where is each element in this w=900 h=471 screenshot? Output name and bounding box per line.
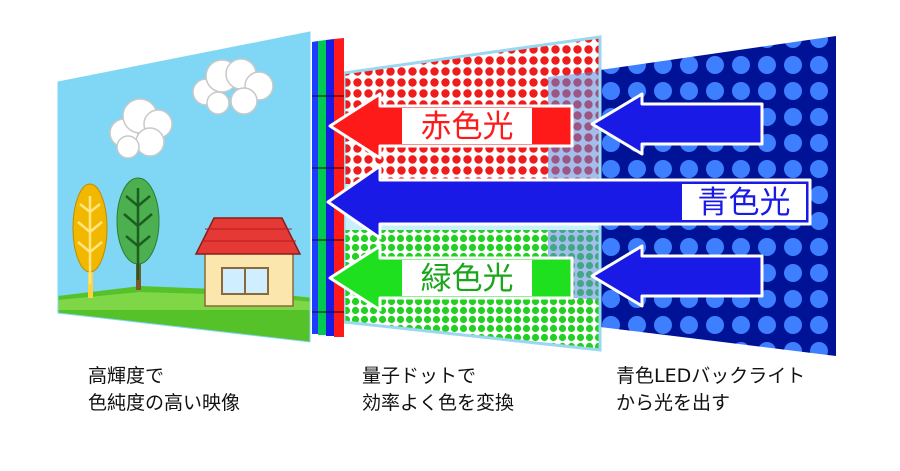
green-light-label: 緑色光 xyxy=(421,261,514,297)
caption-display: 高輝度で 色純度の高い映像 xyxy=(88,363,240,417)
caption-backlight: 青色LEDバックライト から光を出す xyxy=(616,363,805,417)
color-filter-strip xyxy=(312,38,344,337)
cloud-icon xyxy=(192,58,274,115)
caption-backlight-line2: から光を出す xyxy=(616,392,731,414)
tree-icon xyxy=(116,177,160,290)
house-icon xyxy=(194,217,302,307)
green-light-arrow: 緑色光 xyxy=(328,244,574,312)
backlight-arrow-top xyxy=(590,92,764,156)
blue-light-label: 青色光 xyxy=(698,185,791,221)
caption-display-line1: 高輝度で xyxy=(88,365,165,387)
red-light-label: 赤色光 xyxy=(421,109,514,145)
display-picture-panel xyxy=(57,31,311,343)
cloud-icon xyxy=(109,98,173,159)
caption-quantum-dot: 量子ドットで 効率よく色を変換 xyxy=(362,363,514,417)
blue-light-arrow: 青色光 xyxy=(326,164,812,240)
caption-quantum-dot-line1: 量子ドットで xyxy=(362,365,477,387)
caption-backlight-line1: 青色LEDバックライト xyxy=(616,365,806,387)
tree-icon xyxy=(72,183,108,298)
backlight-arrow-bottom xyxy=(590,244,764,308)
caption-quantum-dot-line2: 効率よく色を変換 xyxy=(362,392,515,414)
caption-display-line2: 色純度の高い映像 xyxy=(88,392,241,414)
red-light-arrow: 赤色光 xyxy=(328,92,574,160)
